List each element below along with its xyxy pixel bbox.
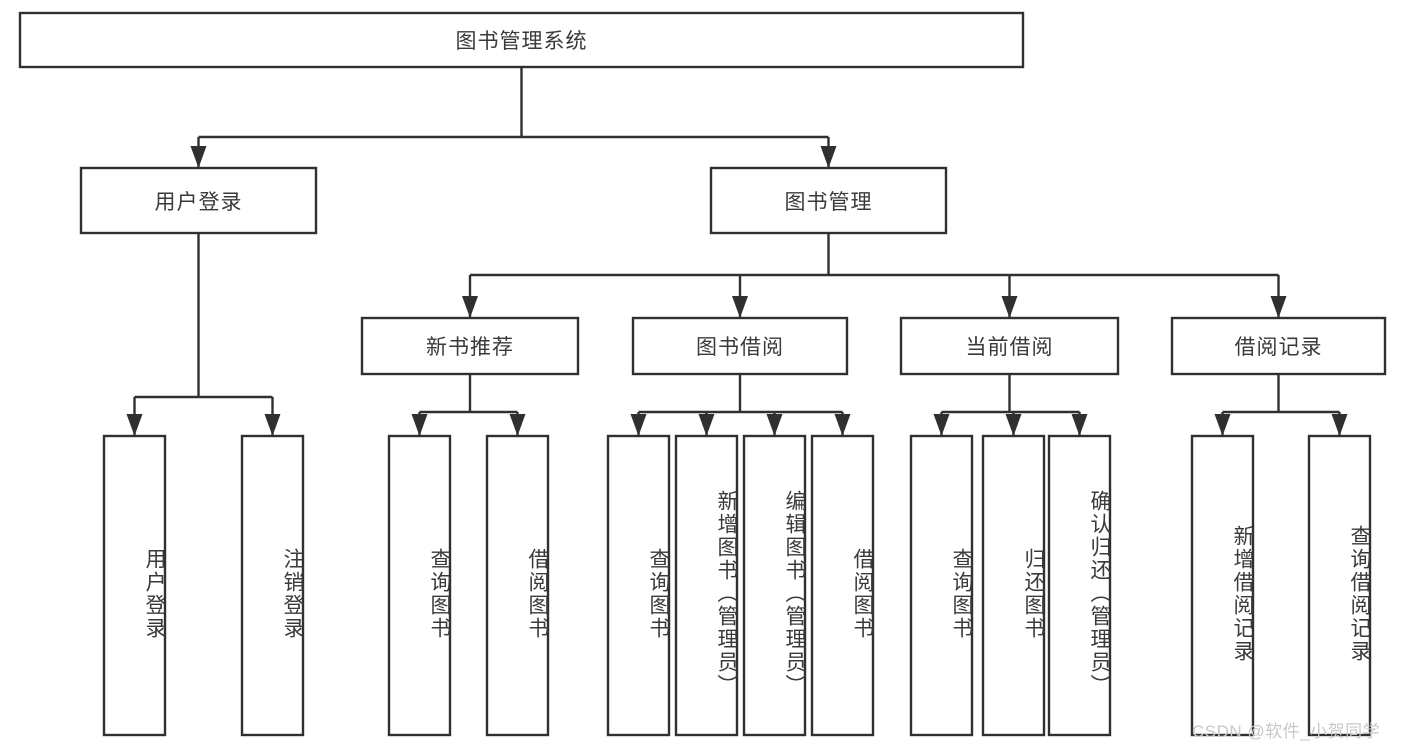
arrow-head-icon-book-management-0 — [462, 296, 478, 318]
node-box-leaf-return-book[interactable] — [981, 434, 1046, 737]
node-box-leaf-edit-book[interactable] — [742, 434, 807, 737]
node-box-book-borrow[interactable] — [631, 316, 849, 376]
arrow-head-icon-user-login-0 — [126, 414, 143, 436]
arrow-head-icon-book-management-2 — [1001, 296, 1018, 318]
node-box-new-book-recommend[interactable] — [360, 316, 580, 376]
arrow-head-icon-user-login-1 — [264, 414, 281, 436]
arrow-head-icon-book-management-1 — [732, 296, 748, 318]
node-box-leaf-query-record[interactable] — [1307, 434, 1372, 737]
node-box-leaf-logout[interactable] — [240, 434, 305, 737]
node-box-group — [18, 11, 1387, 737]
arrow-head-icon-root-0 — [190, 146, 207, 168]
node-box-borrow-record[interactable] — [1170, 316, 1387, 376]
arrow-head-icon-book-management-3 — [1270, 296, 1287, 318]
arrow-head-icon-root-1 — [820, 146, 837, 168]
node-box-leaf-query-book-2[interactable] — [606, 434, 671, 737]
node-box-root[interactable] — [18, 11, 1025, 69]
arrow-head-icon-book-borrow-1 — [698, 414, 715, 436]
arrow-head-icon-new-book-recommend-1 — [509, 414, 526, 436]
arrow-head-icon-borrow-record-0 — [1214, 414, 1231, 436]
arrow-head-icon-current-borrow-0 — [933, 414, 950, 436]
arrow-head-icon-book-borrow-0 — [630, 414, 647, 436]
node-box-user-login[interactable] — [79, 166, 318, 235]
watermark: CSDN @软件_小贺同学 — [1192, 722, 1381, 741]
arrow-head-icon-current-borrow-2 — [1071, 414, 1088, 436]
node-box-leaf-add-record[interactable] — [1190, 434, 1255, 737]
arrow-head-icon-book-borrow-2 — [766, 414, 783, 436]
node-box-leaf-borrow-book-1[interactable] — [485, 434, 550, 737]
node-box-leaf-add-book[interactable] — [674, 434, 739, 737]
arrow-head-icon-book-borrow-3 — [834, 414, 851, 436]
arrow-head-icon-borrow-record-1 — [1331, 414, 1348, 436]
node-box-leaf-user-login[interactable] — [102, 434, 167, 737]
node-box-book-management[interactable] — [709, 166, 948, 235]
node-box-leaf-query-book-3[interactable] — [909, 434, 974, 737]
node-box-leaf-borrow-book-2[interactable] — [810, 434, 875, 737]
node-box-current-borrow[interactable] — [899, 316, 1120, 376]
node-box-leaf-confirm-return[interactable] — [1047, 434, 1112, 737]
connector-group — [126, 67, 1348, 436]
arrow-head-icon-new-book-recommend-0 — [411, 414, 428, 436]
node-box-leaf-query-book-1[interactable] — [387, 434, 452, 737]
arrow-head-icon-current-borrow-1 — [1005, 414, 1022, 436]
